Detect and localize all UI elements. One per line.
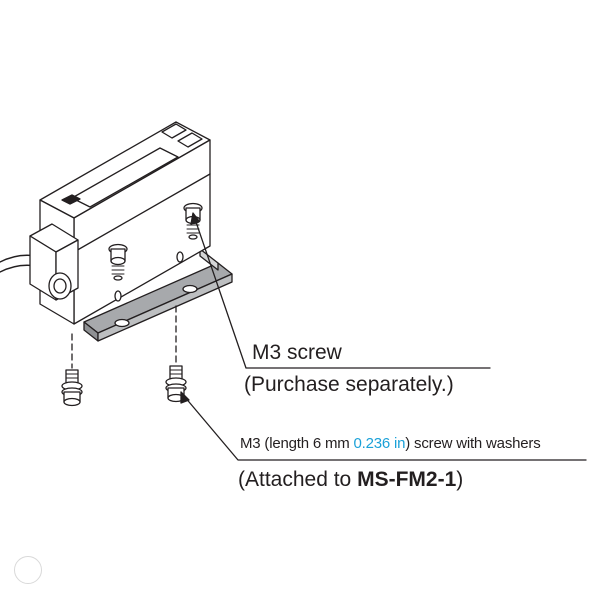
washer-screw-spec: M3 (length 6 mm 0.236 in) screw with was…: [240, 435, 541, 452]
button-key: [161, 123, 187, 139]
screw-icon: [108, 243, 128, 281]
spec-inch: 0.236 in: [353, 435, 406, 452]
mounting-bracket: [83, 248, 233, 342]
spec-prefix: M3 (length 6 mm: [240, 435, 354, 452]
bracket-hole: [182, 284, 198, 294]
screw-icon: [165, 365, 187, 403]
purchase-note: (Purchase separately.): [244, 373, 454, 396]
leader-line-bottom: [180, 391, 587, 461]
m3-screw-label: M3 screw: [252, 341, 342, 364]
arrow-icon: [190, 212, 200, 225]
arrow-icon: [180, 391, 190, 404]
attached-model: MS-FM2-1: [357, 468, 457, 491]
spec-suffix: ) screw with washers: [405, 435, 541, 452]
attached-suffix: ): [456, 468, 464, 491]
connector-port: [29, 223, 79, 301]
attached-prefix: (Attached to: [238, 468, 358, 491]
bracket-hole: [114, 318, 130, 328]
leader-line-top: [190, 212, 491, 369]
attached-note: (Attached to MS-FM2-1): [238, 468, 463, 492]
screw-icon: [61, 369, 83, 407]
watermark-badge: [14, 556, 42, 584]
button-key: [177, 132, 203, 148]
